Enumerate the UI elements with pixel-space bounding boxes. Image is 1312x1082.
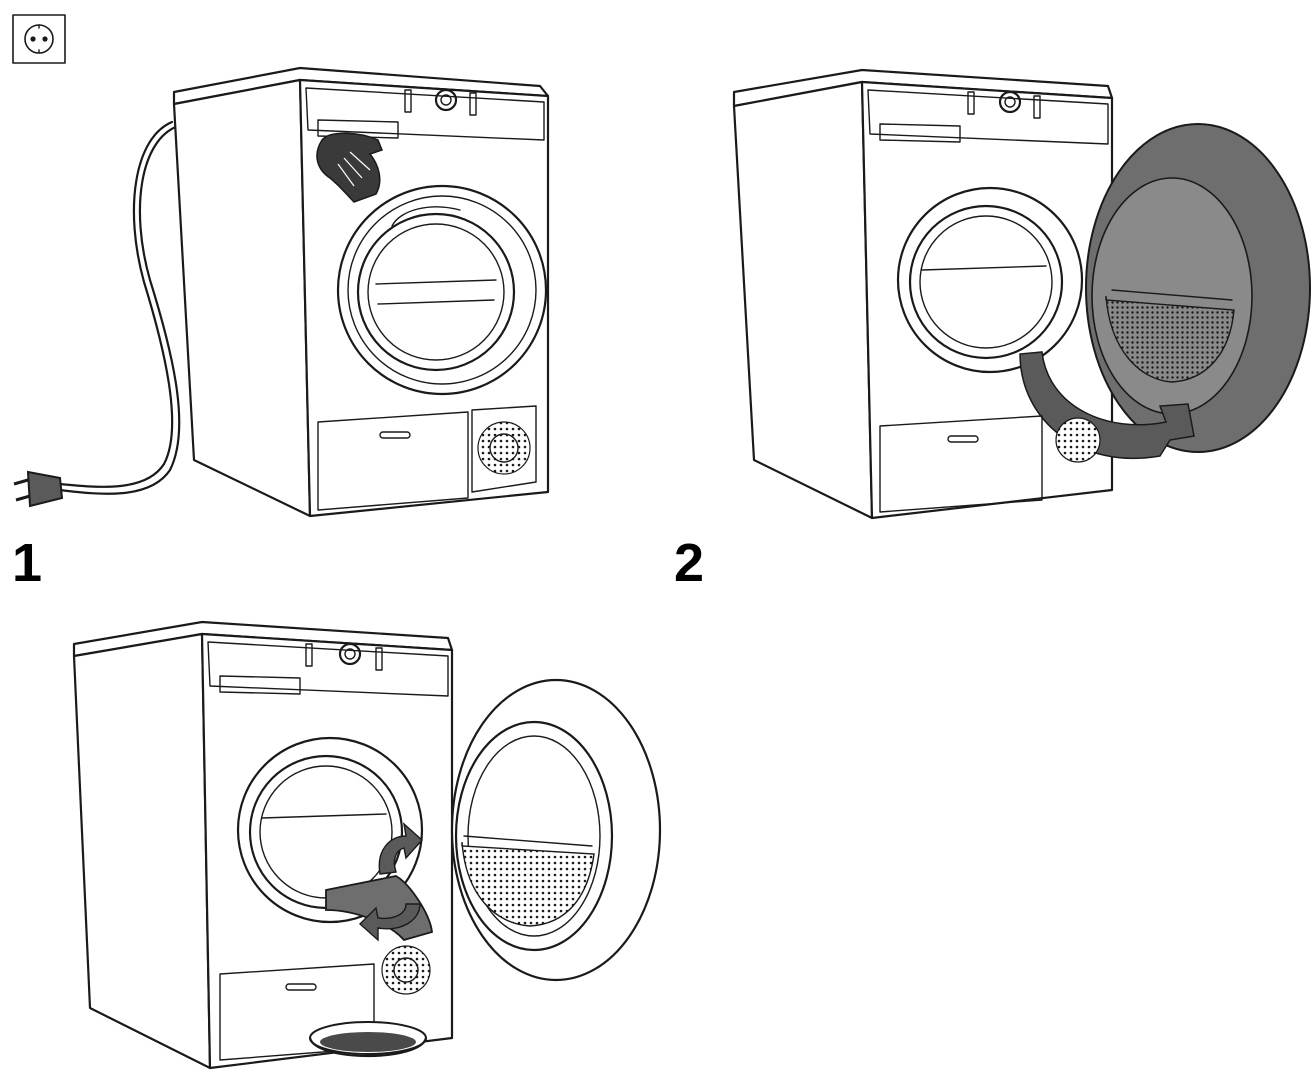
power-socket-icon <box>12 14 66 64</box>
step-1-illustration <box>0 60 580 530</box>
step-number: 2 <box>674 533 705 593</box>
plug-icon <box>13 470 64 508</box>
hand-icon <box>316 132 383 203</box>
rotate-arrow-icon <box>358 822 423 942</box>
step-2-illustration <box>720 60 1311 530</box>
step-3-illustration <box>60 614 662 1078</box>
step-number: 1 <box>12 533 43 593</box>
water-bowl-icon <box>308 1021 428 1057</box>
